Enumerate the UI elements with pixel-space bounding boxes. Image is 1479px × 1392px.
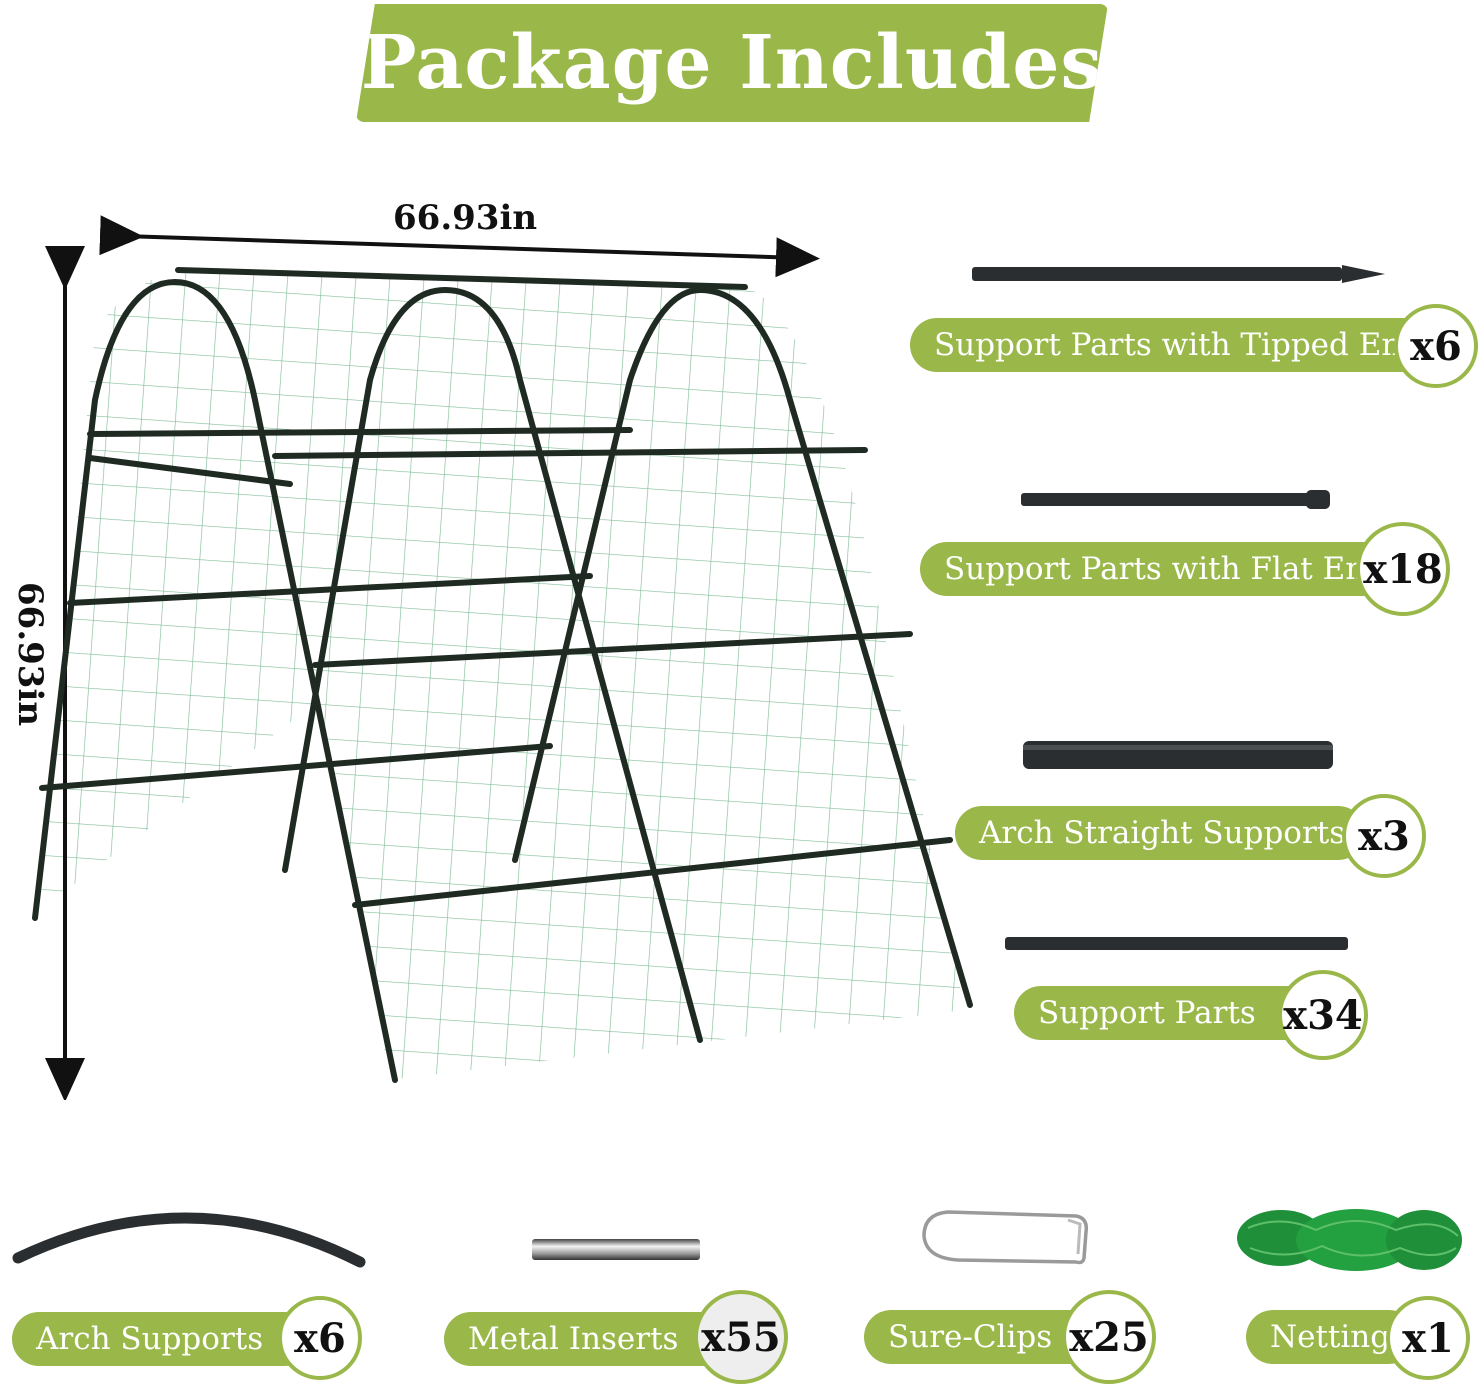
width-dimension-label: 66.93in — [393, 198, 538, 238]
qty-badge-arch-straight: x3 — [1342, 794, 1426, 878]
qty-badge-metal-inserts: x55 — [694, 1290, 788, 1384]
label-arch-supports: Arch Supports — [36, 1321, 264, 1357]
pill-arch-straight: Arch Straight Supports — [955, 806, 1365, 860]
label-support-flat: Support Parts with Flat End — [944, 551, 1386, 587]
clip-icon — [922, 1210, 1089, 1265]
thin-rod-icon — [1005, 937, 1348, 950]
metal-insert-icon — [532, 1239, 700, 1260]
label-netting: Netting — [1270, 1319, 1391, 1355]
trellis-frame-illustration — [32, 215, 973, 1100]
qty-metal-inserts: x55 — [701, 1313, 781, 1361]
qty-badge-arch-supports: x6 — [278, 1296, 362, 1380]
pill-metal-inserts: Metal Inserts — [444, 1312, 744, 1366]
flat-rod-icon — [1021, 490, 1330, 509]
width-arrow — [99, 215, 820, 278]
label-arch-straight: Arch Straight Supports — [979, 815, 1346, 851]
label-sure-clips: Sure-Clips — [888, 1319, 1053, 1355]
label-support-tipped: Support Parts with Tipped End — [934, 327, 1422, 363]
pill-support-flat: Support Parts with Flat End — [920, 542, 1390, 596]
label-support-parts: Support Parts — [1038, 995, 1256, 1031]
title-banner: Package Includes — [356, 4, 1108, 122]
qty-badge-sure-clips: x25 — [1062, 1290, 1156, 1384]
qty-support-tipped: x6 — [1410, 322, 1462, 370]
qty-netting: x1 — [1402, 1314, 1454, 1362]
label-metal-inserts: Metal Inserts — [468, 1321, 679, 1357]
qty-badge-netting: x1 — [1386, 1296, 1470, 1380]
qty-support-parts: x34 — [1283, 991, 1363, 1039]
pill-support-parts: Support Parts — [1014, 986, 1314, 1040]
netting-surface — [40, 271, 965, 1080]
qty-arch-straight: x3 — [1358, 812, 1410, 860]
qty-badge-support-parts: x34 — [1278, 970, 1368, 1060]
thick-rod-icon — [1023, 741, 1333, 769]
page-title: Package Includes — [360, 20, 1104, 106]
tipped-rod-icon — [972, 265, 1385, 283]
pill-sure-clips: Sure-Clips — [864, 1310, 1104, 1364]
frame-tubes — [32, 267, 973, 1083]
curved-rod-icon — [12, 1212, 366, 1268]
qty-badge-support-tipped: x6 — [1394, 304, 1478, 388]
qty-badge-support-flat: x18 — [1356, 522, 1450, 616]
qty-sure-clips: x25 — [1069, 1313, 1149, 1361]
qty-arch-supports: x6 — [294, 1314, 346, 1362]
height-dimension-label: 66.93in — [10, 582, 50, 727]
pill-arch-supports: Arch Supports — [12, 1312, 312, 1366]
pill-support-tipped: Support Parts with Tipped End — [910, 318, 1430, 372]
qty-support-flat: x18 — [1363, 545, 1443, 593]
netting-bundle-icon — [1237, 1209, 1462, 1271]
